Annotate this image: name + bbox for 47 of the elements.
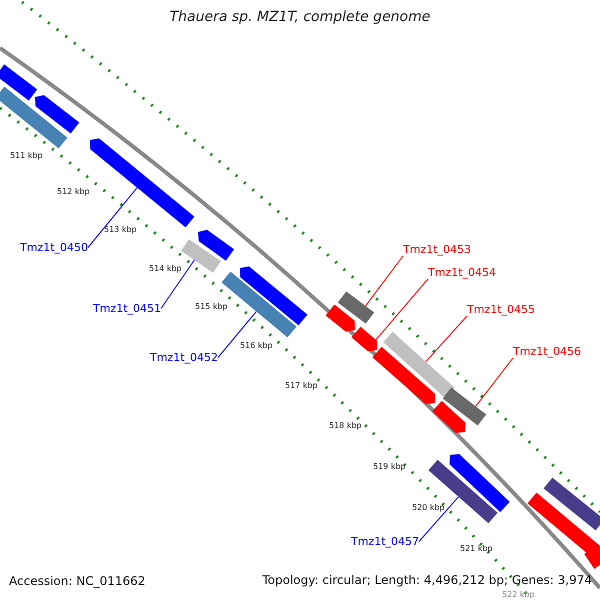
gene-bar xyxy=(90,138,194,228)
gene-label: Tmz1t_0450 xyxy=(20,241,88,254)
position-label: 521 kbp xyxy=(460,544,493,553)
gene-bar xyxy=(326,304,355,332)
position-label: 517 kbp xyxy=(285,381,318,390)
gene-bar xyxy=(383,332,455,398)
gene-bar xyxy=(372,346,436,404)
leader-line xyxy=(160,260,195,309)
position-label: 516 kbp xyxy=(240,341,273,350)
gene-bar xyxy=(35,95,80,134)
position-label: 515 kbp xyxy=(195,302,228,311)
gene-label: Tmz1t_0456 xyxy=(513,345,582,358)
gene-label: Tmz1t_0451 xyxy=(93,302,162,315)
position-label: 519 kbp xyxy=(373,462,406,471)
position-label: 518 kbp xyxy=(329,421,362,430)
gene-label: Tmz1t_0455 xyxy=(467,303,536,316)
leader-line xyxy=(425,316,468,362)
gene-bar xyxy=(240,266,308,326)
gene-bar xyxy=(351,326,377,352)
gene-bar xyxy=(338,291,374,324)
gene-label: Tmz1t_0457 xyxy=(351,535,420,548)
position-label: 511 kbp xyxy=(10,151,43,160)
gene-bar xyxy=(181,239,221,273)
gene-bar xyxy=(442,388,486,426)
genome-info-text: Topology: circular; Length: 4,496,212 bp; Genes: 3,974 xyxy=(262,573,592,587)
gene-bar xyxy=(544,478,600,530)
position-label: 522 kbp xyxy=(502,590,535,599)
gene-bar xyxy=(450,454,510,512)
gene-bar xyxy=(0,64,38,101)
gene-bar xyxy=(0,86,68,148)
gene-label: Tmz1t_0452 xyxy=(150,351,218,364)
title: Thauera sp. MZ1T, complete genome xyxy=(170,9,430,25)
gene-label: Tmz1t_0453 xyxy=(403,243,472,256)
position-label: 513 kbp xyxy=(104,225,137,234)
leader-line xyxy=(218,310,257,358)
leader-line xyxy=(375,278,428,340)
gene-label: Tmz1t_0454 xyxy=(428,266,496,279)
gene-bar xyxy=(432,400,466,433)
gene-bar xyxy=(198,230,234,261)
position-label: 514 kbp xyxy=(149,264,182,273)
leader-line xyxy=(88,187,138,248)
position-label: 520 kbp xyxy=(412,503,445,512)
accession-text: Accession: NC_011662 xyxy=(9,574,146,588)
leader-line xyxy=(365,256,404,306)
gene-bar xyxy=(428,460,498,524)
leader-line xyxy=(418,496,459,542)
leader-line xyxy=(475,358,514,407)
